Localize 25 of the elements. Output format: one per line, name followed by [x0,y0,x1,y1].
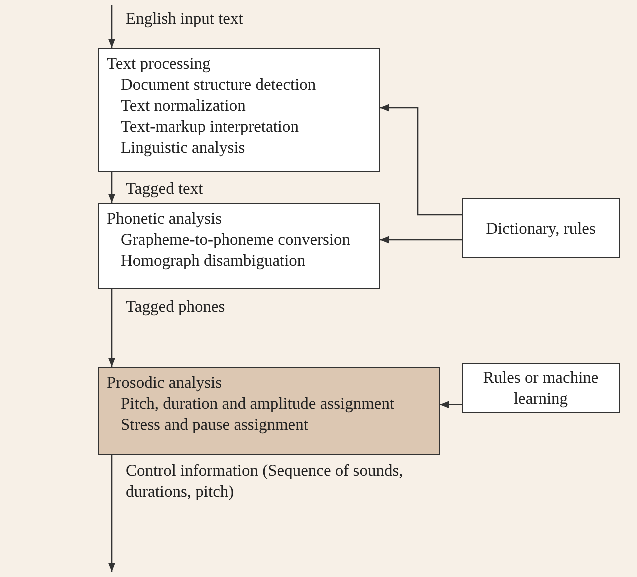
resource-box [462,363,620,413]
arrow [380,236,462,244]
step-text: Document structure detection [120,74,318,95]
box-heading: Rules or machine learning [482,367,600,409]
step-text: Stress and pause assignment [120,414,310,435]
step-text: Homograph disambiguation [120,250,307,271]
step-text: Text normalization [120,95,247,116]
process-box [98,367,440,455]
process-box [98,203,380,289]
arrow [108,5,116,48]
step-text: Grapheme-to-phoneme conversion [120,229,352,250]
step-text: Pitch, duration and amplitude assignment [120,393,396,414]
arrow [108,172,116,203]
arrow [108,289,116,367]
box-heading: Text processing [107,53,212,74]
step-text: Linguistic analysis [120,137,246,158]
box-heading: Dictionary, rules [486,218,596,238]
arrow [380,104,462,216]
arrow [108,455,116,572]
resource-box [462,198,620,258]
step-text: Text-markup interpretation [120,116,300,137]
box-heading: Prosodic analysis [107,372,224,393]
process-box [98,48,380,172]
arrow [440,401,462,408]
box-heading: Phonetic analysis [107,208,224,229]
